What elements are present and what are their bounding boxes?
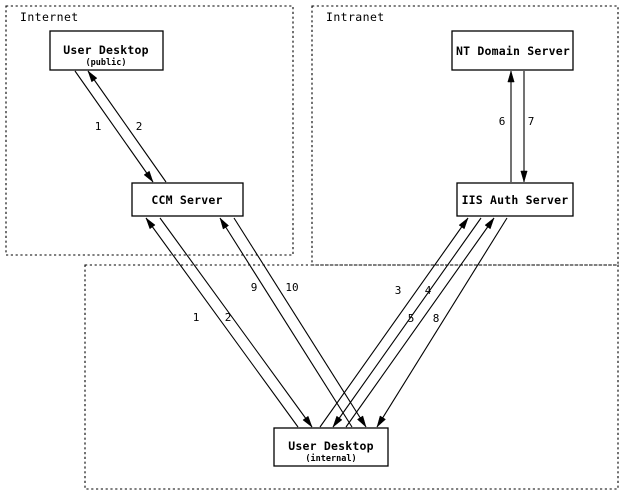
node-iis-auth-server[interactable]: IIS Auth Server — [456, 182, 574, 217]
node-box-user-desktop-public[interactable] — [49, 30, 164, 71]
step-label-10-5: 10 — [285, 281, 298, 294]
step-label-7-3: 7 — [528, 115, 535, 128]
flow-6-iis-to-nt — [507, 70, 515, 182]
flow-line-step-5 — [345, 217, 495, 428]
zone-boundary-internet — [5, 5, 294, 256]
flow-4-iis-to-internal — [332, 217, 482, 428]
arrow-head-step-2 — [87, 70, 98, 83]
zone-internal-lan — [84, 264, 619, 490]
step-label-5-10: 5 — [408, 312, 415, 325]
flow-3-internal-to-iis — [319, 217, 469, 428]
zone-internet: Internet — [5, 5, 294, 256]
zones-layer: Internet Intranet — [5, 5, 619, 490]
flow-line-step-2 — [159, 217, 313, 428]
node-box-nt-domain-server[interactable] — [451, 30, 574, 71]
step-label-1-6: 1 — [193, 311, 200, 324]
zone-boundary-intranet — [311, 5, 619, 266]
node-ccm-server[interactable]: CCM Server — [131, 182, 244, 217]
step-label-4-9: 4 — [425, 284, 432, 297]
zone-label-internet: Internet — [20, 10, 79, 24]
arrow-head-step-1 — [145, 217, 156, 230]
node-label-nt-domain-server: NT Domain Server — [456, 44, 570, 58]
node-label-iis-auth-server: IIS Auth Server — [462, 193, 569, 207]
flow-line-step-1 — [74, 70, 154, 183]
arrow-head-step-9 — [219, 217, 229, 230]
node-box-iis-auth-server[interactable] — [456, 182, 574, 217]
arrow-head-step-2 — [302, 415, 313, 428]
flow-2-ccm-to-public — [87, 70, 167, 183]
flow-line-step-9 — [219, 217, 353, 428]
flow-line-step-2 — [87, 70, 167, 183]
flow-line-step-1 — [145, 217, 299, 428]
node-sublabel-user-desktop-internal: (internal) — [305, 453, 356, 464]
arrow-head-step-1 — [143, 170, 154, 183]
arrow-head-step-6 — [507, 70, 515, 83]
flows-layer — [74, 70, 528, 428]
flow-line-step-3 — [319, 217, 469, 428]
step-label-8-11: 8 — [433, 312, 440, 325]
step-label-1-0: 1 — [95, 120, 102, 133]
step-label-6-2: 6 — [499, 115, 506, 128]
flow-line-step-10 — [233, 217, 367, 428]
flow-8-iis-to-internal — [376, 217, 508, 428]
arrow-head-step-5 — [484, 217, 495, 230]
arrow-head-step-10 — [357, 415, 367, 428]
node-label-user-desktop-internal: User Desktop — [288, 439, 373, 453]
flow-line-step-4 — [332, 217, 482, 428]
step-label-9-4: 9 — [251, 281, 258, 294]
arrow-head-step-8 — [376, 415, 386, 428]
arrow-head-step-3 — [458, 217, 469, 230]
flow-1-public-to-ccm — [74, 70, 154, 183]
flow-line-step-8 — [376, 217, 508, 428]
step-label-3-8: 3 — [395, 284, 402, 297]
zone-intranet: Intranet — [311, 5, 619, 266]
step-label-2-1: 2 — [136, 120, 143, 133]
node-box-ccm-server[interactable] — [131, 182, 244, 217]
node-nt-domain-server[interactable]: NT Domain Server — [451, 30, 574, 71]
node-user-desktop-internal[interactable]: User Desktop(internal) — [273, 427, 389, 467]
step-labels-layer: 1 2 6 7 9 10 1 2 3 4 5 8 — [95, 115, 535, 325]
arrow-head-step-4 — [332, 415, 343, 428]
arrow-head-step-7 — [520, 170, 528, 183]
node-label-ccm-server: CCM Server — [151, 193, 222, 207]
node-user-desktop-public[interactable]: User Desktop(public) — [49, 30, 164, 71]
node-box-user-desktop-internal[interactable] — [273, 427, 389, 467]
flow-2-ccm-to-internal — [159, 217, 313, 428]
zone-boundary-internal-lan — [84, 264, 619, 490]
node-sublabel-user-desktop-public: (public) — [86, 57, 127, 68]
flow-5-internal-to-iis — [345, 217, 495, 428]
node-label-user-desktop-public: User Desktop — [63, 43, 148, 57]
zone-label-intranet: Intranet — [326, 10, 385, 24]
flow-7-nt-to-iis — [520, 71, 528, 183]
step-label-2-7: 2 — [225, 311, 232, 324]
flow-10-ccm-to-internal — [233, 217, 367, 428]
flow-9-internal-to-ccm — [219, 217, 353, 428]
flow-1-internal-to-ccm — [145, 217, 299, 428]
